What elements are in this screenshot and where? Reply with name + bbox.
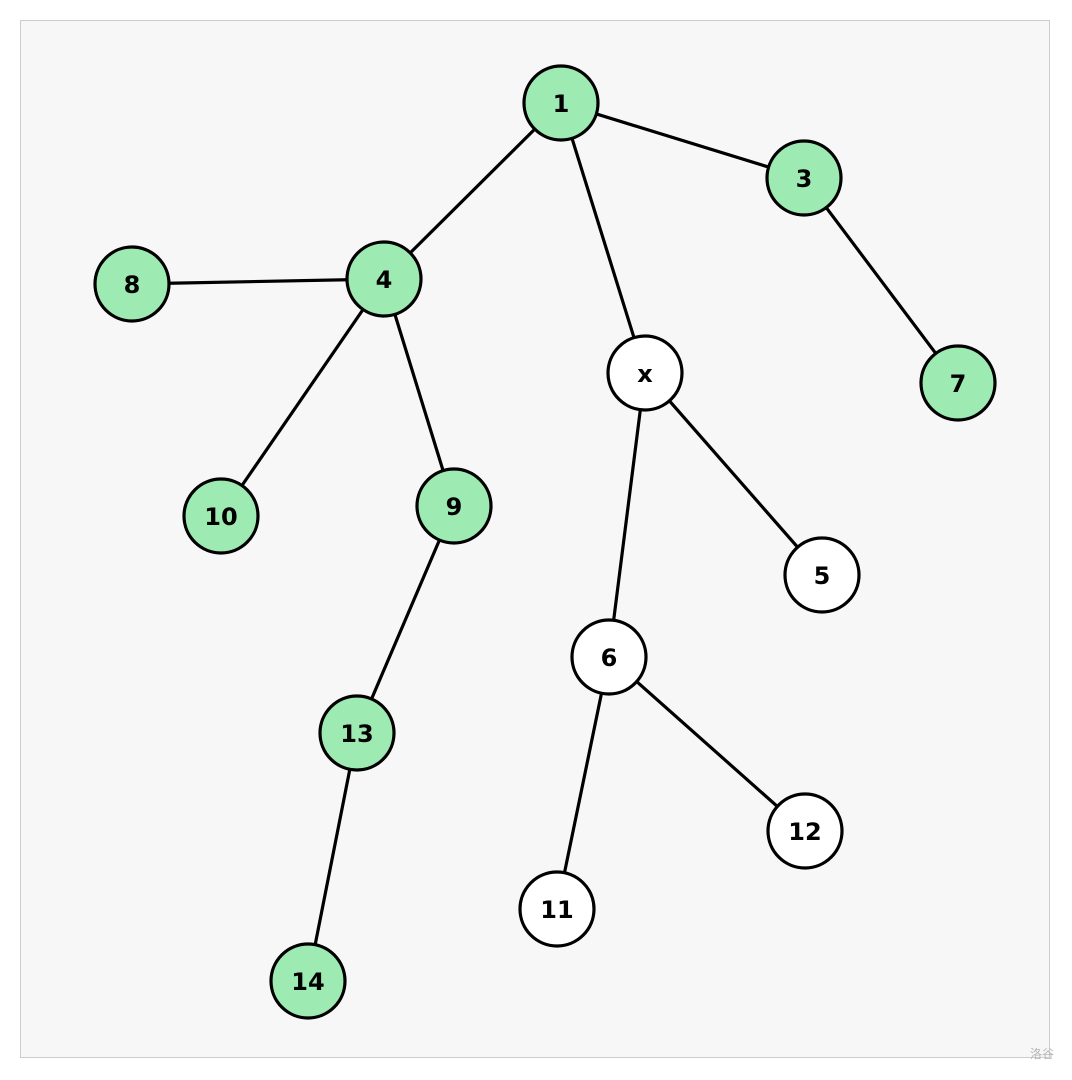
node-14: 14 (269, 942, 347, 1020)
node-circle-10 (182, 477, 260, 555)
node-label-10: 10 (204, 503, 237, 531)
node-circle-14 (269, 942, 347, 1020)
node-13: 13 (318, 694, 396, 772)
node-label-13: 13 (340, 720, 373, 748)
node-circle-7 (919, 344, 997, 422)
node-circle-4 (345, 240, 423, 318)
node-x: x (606, 334, 684, 412)
node-circle-x (606, 334, 684, 412)
node-label-11: 11 (540, 896, 573, 924)
node-3: 3 (765, 139, 843, 217)
watermark-text: 洛谷 (1029, 1047, 1054, 1061)
node-5: 5 (783, 536, 861, 614)
node-label-8: 8 (124, 271, 141, 299)
edge-4-10 (240, 307, 365, 488)
node-circle-6 (570, 618, 648, 696)
edge-x-6 (612, 408, 642, 622)
edge-1-4 (408, 127, 537, 255)
node-label-5: 5 (814, 562, 831, 590)
node-label-14: 14 (291, 968, 324, 996)
edge-1-x (570, 136, 636, 340)
node-1: 1 (522, 64, 600, 142)
node-circle-3 (765, 139, 843, 217)
node-label-3: 3 (796, 165, 813, 193)
node-8: 8 (93, 245, 171, 323)
edge-x-5 (667, 399, 800, 549)
node-circle-1 (522, 64, 600, 142)
edge-1-3 (594, 112, 771, 169)
node-12: 12 (766, 792, 844, 870)
node-6: 6 (570, 618, 648, 696)
node-label-4: 4 (376, 266, 393, 294)
node-10: 10 (182, 477, 260, 555)
node-label-1: 1 (553, 90, 570, 118)
node-4: 4 (345, 240, 423, 318)
node-circle-12 (766, 792, 844, 870)
edges-layer (167, 112, 938, 947)
edge-6-11 (562, 691, 604, 875)
node-11: 11 (518, 870, 596, 948)
node-label-9: 9 (446, 493, 463, 521)
node-label-6: 6 (601, 644, 618, 672)
edge-4-8 (167, 278, 349, 285)
node-circle-11 (518, 870, 596, 948)
node-9: 9 (415, 467, 493, 545)
edge-6-12 (635, 679, 779, 809)
edge-9-13 (369, 538, 442, 701)
edge-3-7 (824, 205, 938, 356)
node-7: 7 (919, 344, 997, 422)
node-label-12: 12 (788, 818, 821, 846)
node-label-7: 7 (950, 370, 967, 398)
edge-13-14 (313, 767, 352, 947)
node-circle-8 (93, 245, 171, 323)
node-label-x: x (637, 360, 653, 388)
edge-4-9 (393, 312, 445, 473)
node-circle-9 (415, 467, 493, 545)
node-circle-13 (318, 694, 396, 772)
node-circle-5 (783, 536, 861, 614)
